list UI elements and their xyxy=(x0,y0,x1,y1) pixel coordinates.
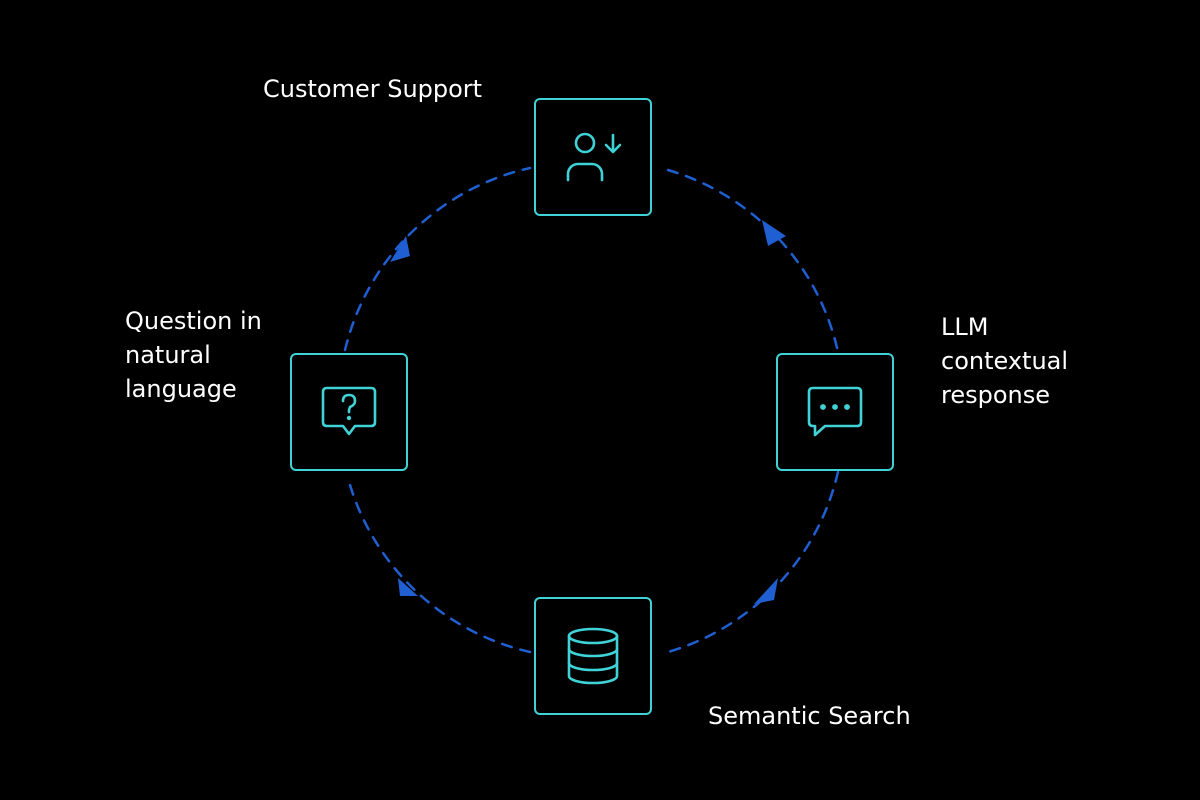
arc-bottom-left xyxy=(348,483,532,654)
node-llm-response xyxy=(776,353,894,471)
label-semantic-search: Semantic Search xyxy=(708,702,911,730)
node-question xyxy=(290,353,408,471)
chat-question-icon xyxy=(321,386,377,436)
arc-left-top xyxy=(343,166,532,352)
arc-right-bottom xyxy=(666,470,840,654)
label-llm-response: LLM contextual response xyxy=(941,313,1069,409)
arrow-left-top xyxy=(390,236,410,262)
chat-dots-icon xyxy=(807,386,863,437)
node-semantic-search xyxy=(534,597,652,715)
node-customer-support xyxy=(534,98,652,216)
label-customer-support: Customer Support xyxy=(263,75,483,103)
arrow-right-bottom xyxy=(754,578,778,604)
arrow-bottom-left xyxy=(398,578,418,596)
arrow-top-right xyxy=(762,220,786,246)
user-download-icon xyxy=(566,132,622,182)
arc-top-right xyxy=(666,168,840,354)
label-question: Question in natural language xyxy=(125,307,262,403)
database-icon xyxy=(567,627,619,685)
